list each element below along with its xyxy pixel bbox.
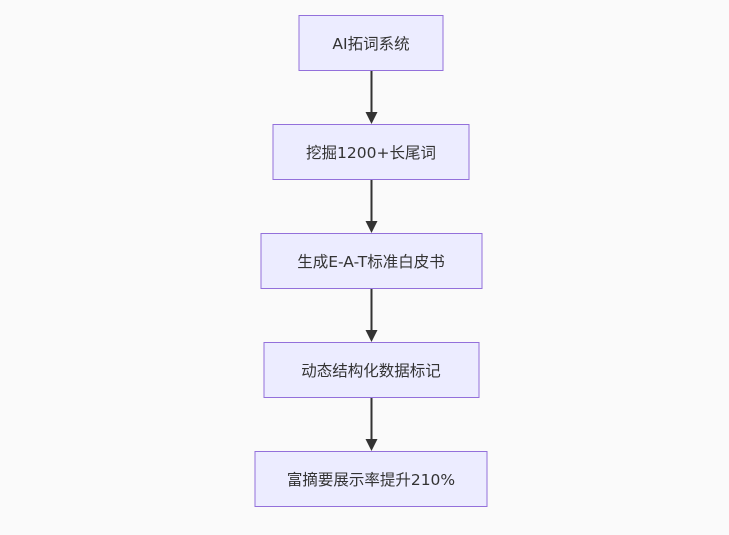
arrowhead-down-icon: [365, 221, 377, 233]
flowchart-node: 富摘要展示率提升210%: [254, 451, 488, 507]
arrowhead-down-icon: [365, 439, 377, 451]
node-label: 挖掘1200+长尾词: [306, 144, 436, 162]
arrow-line: [370, 398, 372, 441]
flowchart-node: AI拓词系统: [298, 15, 444, 71]
arrow-line: [370, 71, 372, 114]
arrowhead-down-icon: [365, 330, 377, 342]
flow-arrow: [363, 180, 379, 233]
node-label: 生成E-A-T标准白皮书: [297, 253, 445, 271]
flowchart-node: 生成E-A-T标准白皮书: [260, 233, 482, 289]
flowchart-column: AI拓词系统 挖掘1200+长尾词 生成E-A-T标准白皮书 动态结构化数据标记: [254, 15, 488, 507]
flowchart-node: 挖掘1200+长尾词: [272, 124, 470, 180]
node-label: 动态结构化数据标记: [301, 362, 441, 380]
flowchart-node: 动态结构化数据标记: [263, 342, 479, 398]
flow-arrow: [363, 398, 379, 451]
node-label: 富摘要展示率提升210%: [286, 471, 456, 489]
arrowhead-down-icon: [365, 112, 377, 124]
arrow-line: [370, 289, 372, 332]
arrow-line: [370, 180, 372, 223]
flow-arrow: [363, 289, 379, 342]
node-label: AI拓词系统: [332, 35, 410, 53]
flow-arrow: [363, 71, 379, 124]
